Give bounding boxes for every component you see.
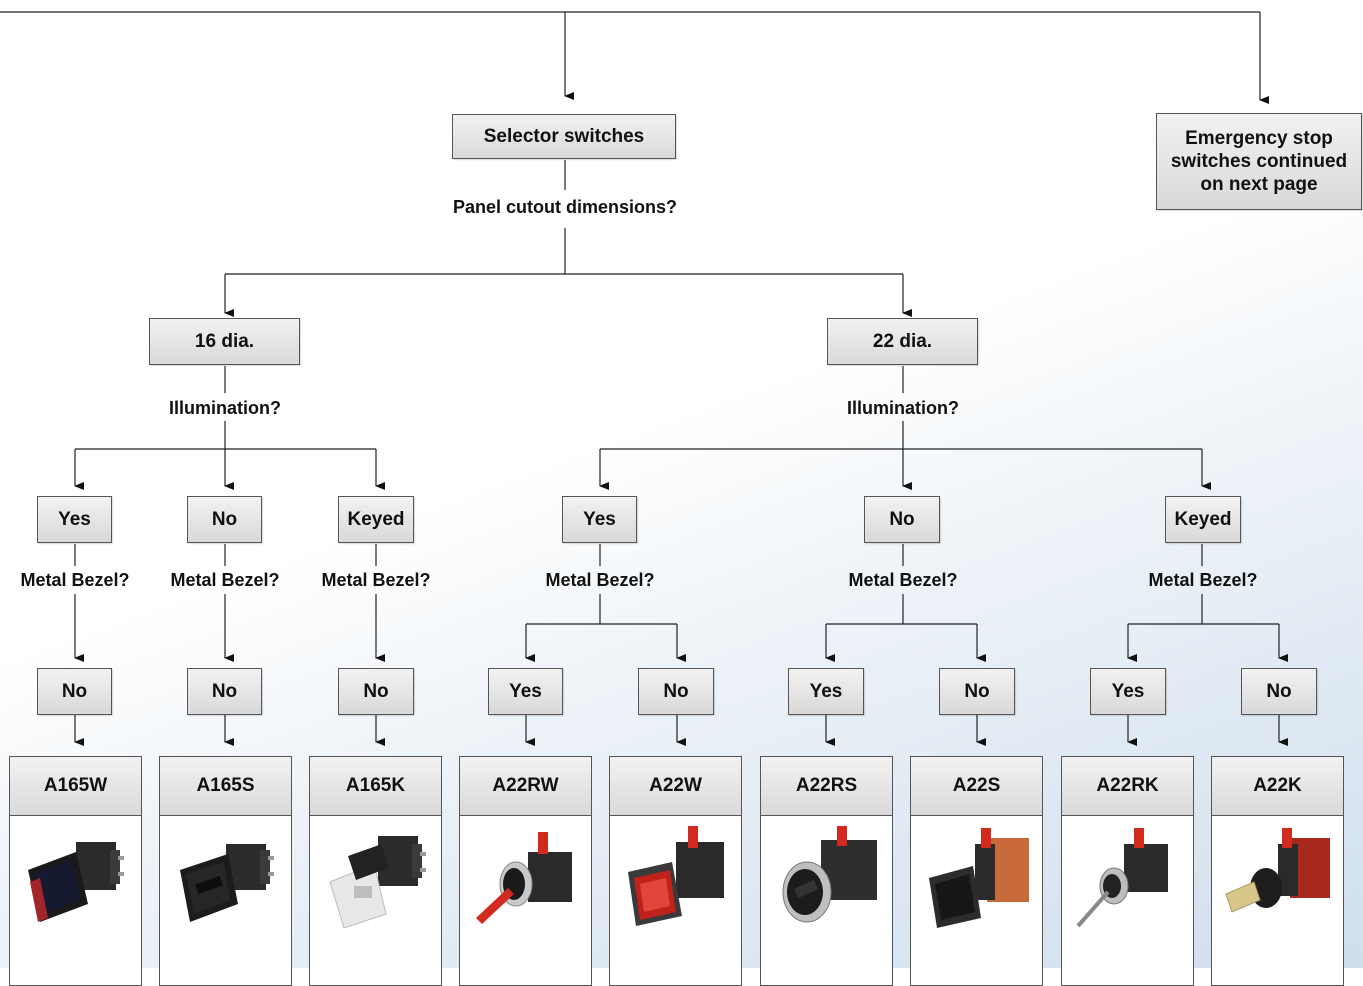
bezel-yes-a22rk: Yes bbox=[1090, 668, 1166, 715]
switch-image bbox=[761, 816, 892, 936]
panel-cutout-question: Panel cutout dimensions? bbox=[452, 197, 678, 217]
emergency-stop-box: Emergency stop switches continued on nex… bbox=[1156, 113, 1362, 210]
dia-16-box: 16 dia. bbox=[149, 318, 300, 365]
product-title: A22RW bbox=[460, 757, 591, 816]
product-title: A165S bbox=[160, 757, 291, 816]
product-card-a22rs: A22RS bbox=[760, 756, 893, 986]
switch-image bbox=[1062, 816, 1193, 936]
switch-image bbox=[1212, 816, 1343, 936]
illumination-question-16: Illumination? bbox=[169, 398, 281, 418]
bezel-no-a22k: No bbox=[1241, 668, 1317, 715]
product-title: A22K bbox=[1212, 757, 1343, 816]
option-keyed-22: Keyed bbox=[1165, 496, 1241, 543]
product-card-a22k: A22K bbox=[1211, 756, 1344, 986]
option-yes-22: Yes bbox=[562, 496, 637, 543]
metal-bezel-question: Metal Bezel? bbox=[20, 570, 130, 590]
selector-switches-box: Selector switches bbox=[452, 114, 676, 159]
metal-bezel-question: Metal Bezel? bbox=[170, 570, 280, 590]
dia-22-box: 22 dia. bbox=[827, 318, 978, 365]
option-yes-16: Yes bbox=[37, 496, 112, 543]
product-card-a165w: A165W bbox=[9, 756, 142, 986]
switch-image bbox=[310, 816, 441, 936]
option-no-16: No bbox=[187, 496, 262, 543]
switch-image bbox=[610, 816, 741, 936]
metal-bezel-question: Metal Bezel? bbox=[321, 570, 431, 590]
product-card-a165k: A165K bbox=[309, 756, 442, 986]
product-title: A165K bbox=[310, 757, 441, 816]
product-title: A22S bbox=[911, 757, 1042, 816]
product-title: A22RK bbox=[1062, 757, 1193, 816]
metal-bezel-question: Metal Bezel? bbox=[848, 570, 958, 590]
product-title: A165W bbox=[10, 757, 141, 816]
product-card-a22w: A22W bbox=[609, 756, 742, 986]
option-keyed-16: Keyed bbox=[338, 496, 414, 543]
product-title: A22W bbox=[610, 757, 741, 816]
switch-image bbox=[10, 816, 141, 936]
bezel-yes-a22rw: Yes bbox=[488, 668, 563, 715]
bezel-no-a22w: No bbox=[638, 668, 714, 715]
product-card-a165s: A165S bbox=[159, 756, 292, 986]
product-card-a22rk: A22RK bbox=[1061, 756, 1194, 986]
bezel-yes-a22rs: Yes bbox=[788, 668, 864, 715]
bezel-no-a22s: No bbox=[939, 668, 1015, 715]
metal-bezel-question: Metal Bezel? bbox=[545, 570, 655, 590]
option-no-22: No bbox=[864, 496, 940, 543]
bezel-no-a165w: No bbox=[37, 668, 112, 715]
product-title: A22RS bbox=[761, 757, 892, 816]
product-card-a22s: A22S bbox=[910, 756, 1043, 986]
bezel-no-a165k: No bbox=[338, 668, 414, 715]
illumination-question-22: Illumination? bbox=[847, 398, 959, 418]
switch-image bbox=[911, 816, 1042, 936]
bezel-no-a165s: No bbox=[187, 668, 262, 715]
switch-image bbox=[160, 816, 291, 936]
switch-image bbox=[460, 816, 591, 936]
metal-bezel-question: Metal Bezel? bbox=[1148, 570, 1258, 590]
product-card-a22rw: A22RW bbox=[459, 756, 592, 986]
